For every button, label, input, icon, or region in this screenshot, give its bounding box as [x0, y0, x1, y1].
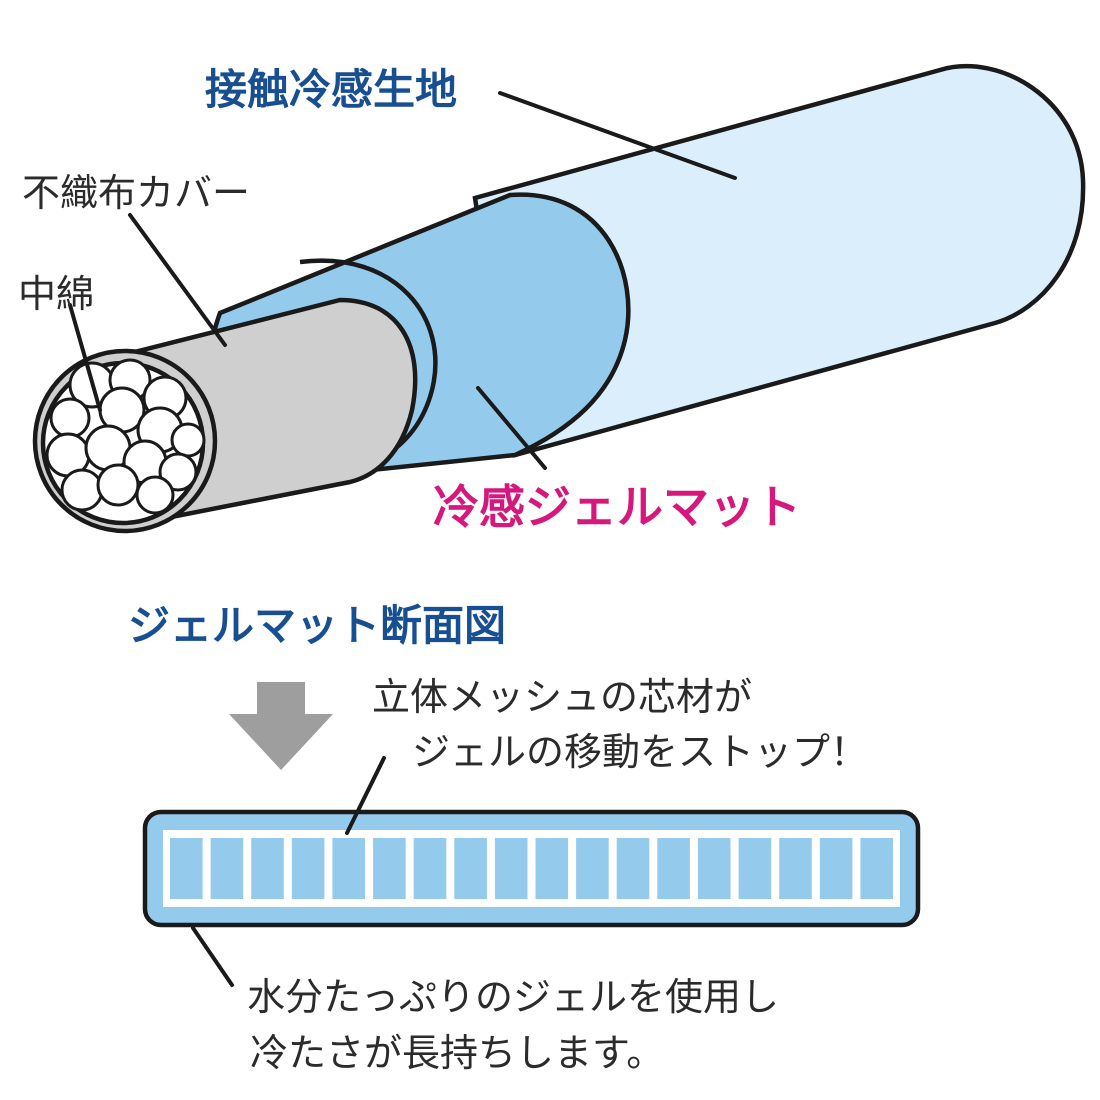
leader-outer-fabric [498, 91, 737, 180]
tube-end [32, 348, 218, 534]
filling-fibers [45, 358, 206, 515]
cross-section: ジェルマット断面図 立体メッシュの芯材が ジェルの移動をストップ！ 水分たっぷり… [128, 601, 921, 1075]
mesh-core-cells [170, 838, 893, 899]
core-note-line2: ジェルの移動をストップ！ [412, 730, 868, 774]
leader-gel-note [191, 926, 234, 987]
core-note-line1: 立体メッシュの芯材が [372, 675, 752, 719]
mesh-cell [332, 838, 365, 899]
label-gel-mat: 冷感ジェルマット [433, 480, 801, 534]
mesh-cell [251, 838, 284, 899]
leader-nonwoven-cover [128, 213, 227, 347]
mesh-cell [413, 838, 447, 899]
leader-core-note [345, 756, 386, 835]
label-outer-fabric: 接触冷感生地 [205, 65, 457, 114]
mesh-cell [291, 838, 325, 899]
gel-note-line2: 冷たさが長持ちします。 [250, 1031, 664, 1075]
mesh-cell [535, 838, 569, 899]
mesh-cell [697, 838, 731, 899]
leader-gel-mat [476, 386, 547, 470]
mesh-cell [738, 838, 772, 899]
mesh-cell [576, 838, 609, 899]
mesh-cell [779, 838, 812, 899]
tube-illustration: 接触冷感生地 不織布カバー 中綿 冷感ジェルマット [18, 64, 1086, 534]
mesh-core-frame [163, 830, 900, 907]
leader-filling [68, 303, 102, 412]
mesh-cell [373, 838, 406, 899]
down-arrow-icon [229, 682, 333, 770]
mesh-cell [819, 838, 853, 899]
mesh-cell [454, 838, 487, 899]
mesh-cell [860, 838, 893, 899]
mesh-cell [657, 838, 690, 899]
mesh-cell [616, 838, 650, 899]
mesh-cell [210, 838, 244, 899]
gel-note-line1: 水分たっぷりのジェルを使用し [247, 975, 779, 1019]
outer-fabric-layer [472, 64, 1086, 458]
mesh-cell [494, 838, 528, 899]
label-filling: 中綿 [18, 272, 94, 316]
cross-section-title: ジェルマット断面図 [128, 601, 506, 650]
label-nonwoven-cover: 不織布カバー [22, 171, 250, 215]
mesh-cell [170, 838, 203, 899]
